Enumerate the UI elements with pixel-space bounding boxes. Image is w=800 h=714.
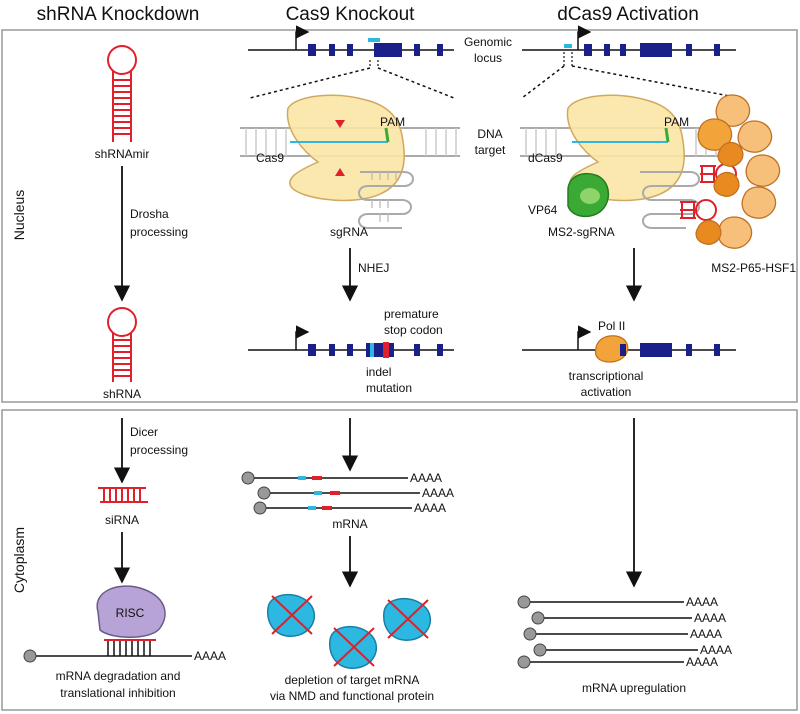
cas9-polya-3: AAAA [414, 501, 446, 515]
cas9-result-2: via NMD and functional protein [270, 689, 434, 703]
activation-label-1: transcriptional [569, 369, 644, 383]
dcas9-pam-label: PAM [664, 115, 689, 129]
cas9-polya-2: AAAA [422, 486, 454, 500]
drosha-label-1: Drosha [130, 207, 169, 221]
risc-mrna [23, 639, 192, 663]
nucleus-panel [1, 29, 798, 403]
risc-label: RISC [116, 606, 145, 620]
cas9-sgrna [290, 127, 414, 229]
cut-site-top [335, 120, 345, 128]
cytoplasm-panel [1, 409, 798, 711]
dcas9-result: mRNA upregulation [582, 681, 686, 695]
upregulated-mrna-caps [517, 595, 547, 669]
degraded-protein-2 [329, 626, 377, 669]
drosha-label-2: processing [130, 225, 188, 239]
dcas9-protein-label: dCas9 [528, 151, 563, 165]
dna-target-label-1: DNA [477, 127, 502, 141]
cas9-result-1: depletion of target mRNA [285, 673, 420, 687]
header-dcas9: dCas9 Activation [557, 4, 699, 25]
dcas9-polya-3: AAAA [690, 627, 722, 641]
dcas9-polya-5: AAAA [686, 655, 718, 669]
risc-complex [96, 585, 166, 638]
indel-label-2: mutation [366, 381, 412, 395]
indel-label-1: indel [366, 365, 391, 379]
pol2-label: Pol II [598, 319, 625, 333]
cas9-genomic-locus [248, 25, 455, 99]
ms2-sgrna-label: MS2-sgRNA [548, 225, 615, 239]
vp64-domain [567, 172, 610, 218]
dcas9-protein [566, 94, 685, 202]
degraded-protein-1 [267, 594, 315, 637]
stop-codon-label-2: stop codon [384, 323, 443, 337]
risc-polya: AAAA [194, 649, 226, 663]
nucleus-label: Nucleus [11, 190, 27, 241]
dcas9-activated-locus [522, 325, 736, 363]
ms2-p65-hsf1-label: MS2-P65-HSF1 [711, 261, 796, 275]
dicer-label-1: Dicer [130, 425, 158, 439]
dcas9-polya-4: AAAA [700, 643, 732, 657]
cas9-protein [286, 94, 405, 202]
cytoplasm-label: Cytoplasm [11, 527, 27, 593]
ms2-p65-hsf1-complexes [695, 94, 781, 249]
shrna-label: shRNA [103, 387, 141, 401]
cas9-polya-1: AAAA [410, 471, 442, 485]
nhej-label: NHEJ [358, 261, 389, 275]
dna-target-label-2: target [475, 143, 506, 157]
activation-label-2: activation [581, 385, 632, 399]
sirna-label: siRNA [105, 513, 139, 527]
cas9-pam-label: PAM [380, 115, 405, 129]
cas9-mrna-transcripts [241, 471, 420, 515]
header-shrna: shRNA Knockdown [37, 4, 200, 25]
shrna-result-1: mRNA degradation and [56, 669, 181, 683]
dicer-label-2: processing [130, 443, 188, 457]
sirna-duplex [98, 487, 148, 503]
shrnamir-hairpin [107, 45, 137, 142]
cas9-mutated-locus [248, 325, 454, 358]
genomic-label-1: Genomic [464, 35, 512, 49]
degraded-protein-3 [383, 598, 431, 641]
vp64-label: VP64 [528, 203, 558, 217]
cut-site-bottom [335, 168, 345, 176]
dcas9-polya-1: AAAA [686, 595, 718, 609]
dcas9-polya-2: AAAA [694, 611, 726, 625]
header-cas9: Cas9 Knockout [286, 4, 416, 25]
sgrna-label: sgRNA [330, 225, 368, 239]
stop-codon-label-1: premature [384, 307, 439, 321]
dcas9-genomic-locus [521, 25, 741, 99]
shrna-hairpin [107, 307, 137, 382]
shrna-result-2: translational inhibition [60, 686, 175, 700]
cas9-protein-label: Cas9 [256, 151, 284, 165]
cas9-mrna-label: mRNA [332, 517, 367, 531]
upregulated-mrna-transcripts [530, 601, 698, 663]
shrnamir-label: shRNAmir [95, 147, 150, 161]
genomic-label-2: locus [474, 51, 502, 65]
